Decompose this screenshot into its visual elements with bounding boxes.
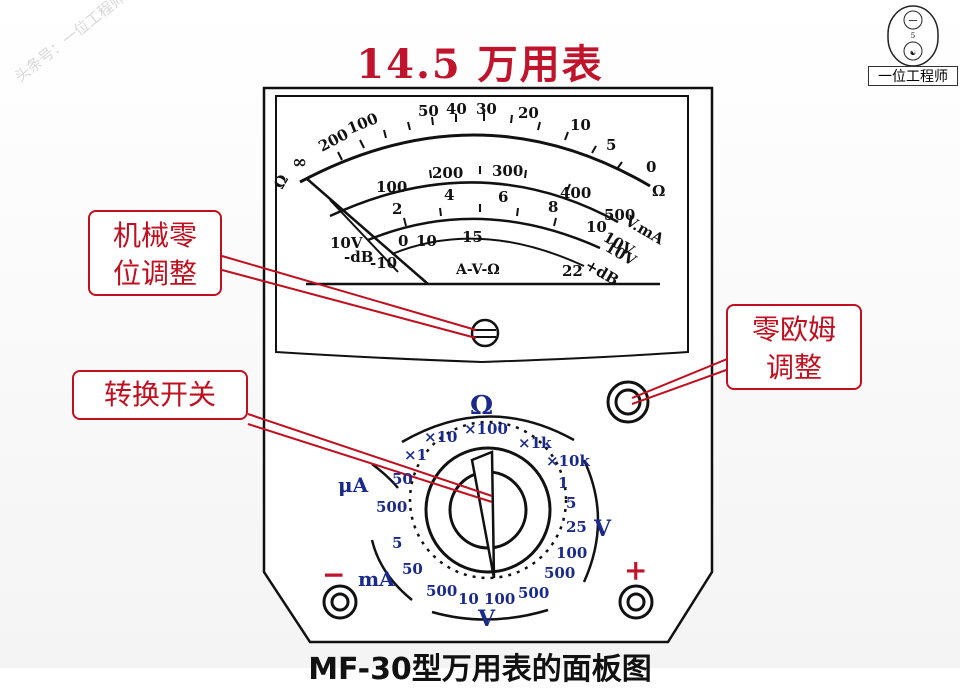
dcv-range-100: 100 bbox=[556, 544, 587, 562]
dcv-range-25: 25 bbox=[566, 518, 587, 536]
ua-range-50: 50 bbox=[392, 470, 413, 488]
page-title: 14.5 万用表 bbox=[356, 41, 604, 88]
ohm-range-x10: ×10 bbox=[424, 428, 457, 446]
callout-mechanical-zero-line1: 机械零 bbox=[112, 219, 197, 252]
dcv-range-1: 1 bbox=[558, 474, 568, 492]
ma-range-50: 50 bbox=[402, 560, 423, 578]
dcv-range-5: 5 bbox=[566, 494, 576, 512]
low-label-4: 4 bbox=[444, 186, 454, 204]
db-label-neg10: -10 bbox=[370, 254, 397, 272]
acv-range-500b: 500 bbox=[518, 584, 549, 602]
needle-rest bbox=[305, 177, 429, 285]
v-label-200: 200 bbox=[432, 164, 463, 182]
v-label-500: 500 bbox=[604, 206, 635, 224]
ohm-label-20: 20 bbox=[518, 104, 539, 122]
minus-label: − bbox=[322, 558, 345, 591]
v-label-400: 400 bbox=[560, 184, 591, 202]
ohm-label-0: 0 bbox=[646, 158, 656, 176]
acv-range-500a: 500 bbox=[426, 582, 457, 600]
dial-center-label: A-V-Ω bbox=[455, 262, 500, 278]
ohm-label-40: 40 bbox=[446, 100, 467, 118]
range-switch-pointer bbox=[470, 450, 496, 579]
ohm-label-10: 10 bbox=[570, 116, 591, 134]
callout-switch-text: 转换开关 bbox=[103, 378, 216, 411]
range-switch-ring bbox=[408, 420, 568, 580]
callout-mechanical-zero: 机械零 位调整 bbox=[88, 210, 222, 296]
callout-ohm-zero-line1: 零欧姆 bbox=[751, 313, 836, 346]
ohm-range-x1k: ×1k bbox=[518, 434, 552, 452]
callout-switch: 转换开关 bbox=[72, 370, 248, 420]
callout-ohm-zero-line2: 调整 bbox=[765, 351, 822, 384]
ohm-range-x10k: ×10k bbox=[546, 452, 590, 470]
db-left-top: 10V bbox=[330, 234, 363, 252]
acv-range-10: 10 bbox=[458, 590, 479, 608]
db-scale-arc bbox=[391, 237, 585, 267]
display-window bbox=[275, 95, 689, 364]
low-label-2: 2 bbox=[392, 200, 402, 218]
ohm-label-50: 50 bbox=[418, 102, 439, 120]
mechanical-zero-screw bbox=[470, 318, 500, 348]
db-label-0: 0 bbox=[398, 232, 408, 250]
svg-text:一: 一 bbox=[908, 17, 917, 27]
acv-range-100: 100 bbox=[484, 590, 515, 608]
dcv-range-500: 500 bbox=[544, 564, 575, 582]
multimeter-diagram: Ω ∞ 200 100 50 40 30 20 10 5 0 Ω 100 200… bbox=[221, 86, 755, 644]
db-left: -dB bbox=[344, 248, 373, 266]
low-label-6: 6 bbox=[498, 188, 508, 206]
ohm-range-x100: ×100 bbox=[464, 420, 508, 438]
ma-range-5: 5 bbox=[392, 534, 402, 552]
low-label-8: 8 bbox=[548, 198, 558, 216]
db-label-10: 10 bbox=[416, 232, 437, 250]
low-scale-arc bbox=[367, 217, 601, 250]
ohm-label-inf: ∞ bbox=[292, 152, 307, 173]
logo-text: 一位工程师 bbox=[868, 66, 958, 86]
figure-caption: MF-30型万用表的面板图 bbox=[308, 652, 652, 687]
dcv-symbol: V bbox=[593, 516, 612, 542]
svg-text:5: 5 bbox=[911, 32, 915, 40]
callout-ohm-zero: 零欧姆 调整 bbox=[726, 304, 862, 390]
callout-mechanical-zero-line2: 位调整 bbox=[112, 257, 197, 290]
svg-text:☯: ☯ bbox=[910, 49, 916, 57]
low-label-10: 10 bbox=[586, 218, 607, 236]
v-label-100: 100 bbox=[376, 178, 407, 196]
ua-range-500: 500 bbox=[376, 498, 407, 516]
db-label-15: 15 bbox=[462, 228, 483, 246]
ohm-symbol-right: Ω bbox=[652, 182, 665, 200]
db-label-22: 22 bbox=[562, 262, 583, 280]
v-scale-arc bbox=[329, 181, 619, 224]
v-label-300: 300 bbox=[492, 162, 523, 180]
ohm-scale-arc bbox=[299, 133, 651, 188]
ohm-range-x1: ×1 bbox=[404, 446, 427, 464]
ohm-label-30: 30 bbox=[476, 100, 497, 118]
plus-label: + bbox=[624, 554, 647, 587]
ua-symbol: μA bbox=[338, 473, 369, 497]
ohm-label-5: 5 bbox=[606, 136, 616, 154]
ma-symbol: mA bbox=[358, 567, 395, 591]
switch-ohm-symbol: Ω bbox=[470, 391, 493, 421]
acv-symbol: V bbox=[477, 606, 496, 632]
